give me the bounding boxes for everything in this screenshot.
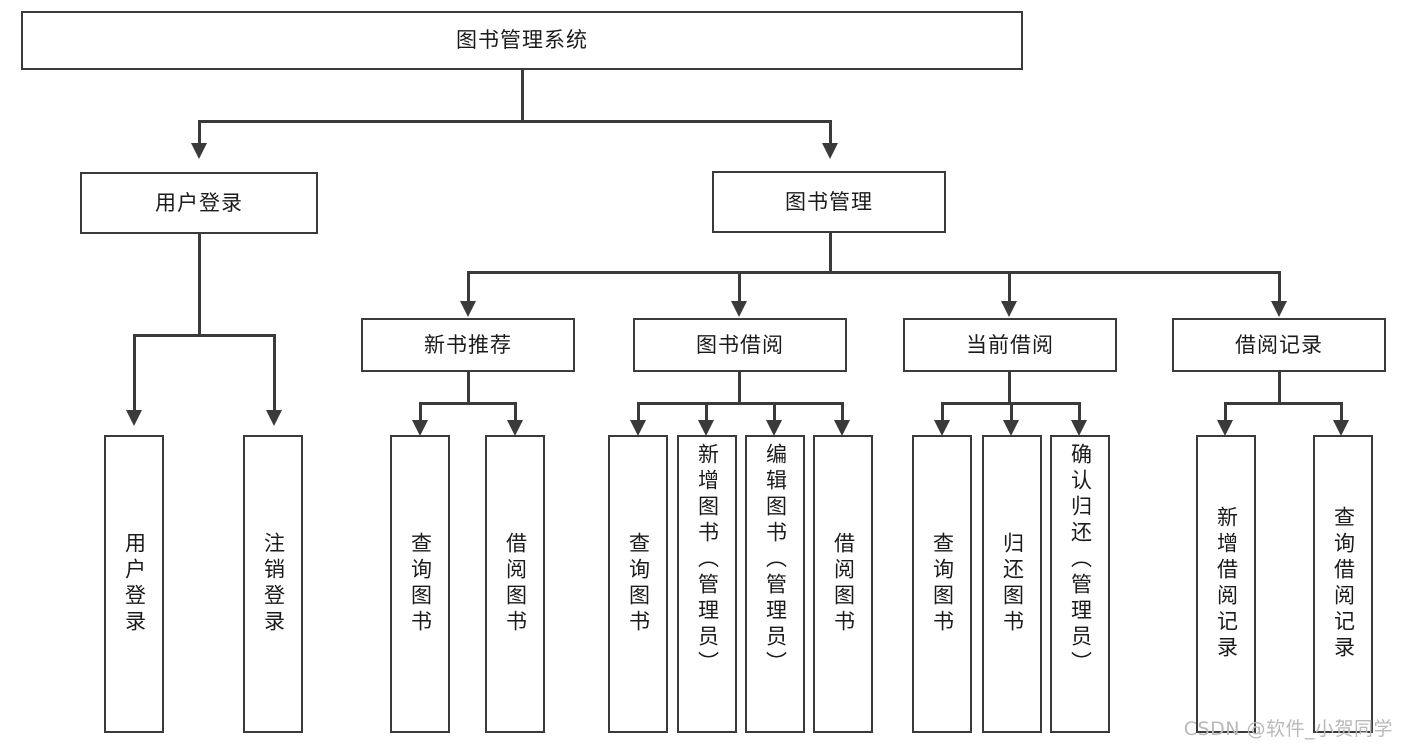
arrow-book-manage-child-2 <box>731 301 747 317</box>
leaf-logout[interactable]: 注销登录 <box>243 435 303 733</box>
arrow-root-to-user-login <box>191 143 207 159</box>
arrow-book-manage-child-4 <box>1271 301 1287 317</box>
connector-book-borrow-bar <box>637 402 843 405</box>
connector-book-manage-drop-1 <box>467 271 470 303</box>
node-user-login[interactable]: 用户登录 <box>80 172 318 234</box>
connector-user-login-stem <box>198 234 201 336</box>
connector-new-book-stem <box>467 372 470 404</box>
connector-root-bar <box>198 120 832 123</box>
connector-new-book-bar <box>419 402 517 405</box>
connector-book-borrow-stem <box>738 372 741 404</box>
node-label: 图书管理 <box>785 189 873 214</box>
leaf-label: 借阅图书 <box>503 532 528 636</box>
node-book-borrow[interactable]: 图书借阅 <box>633 318 847 372</box>
leaf-label: 确认归还（管理员） <box>1068 443 1093 677</box>
connector-book-borrow-drop-3 <box>773 402 776 424</box>
leaf-edit-book-admin[interactable]: 编辑图书（管理员） <box>745 435 805 733</box>
leaf-query-book-current[interactable]: 查询图书 <box>912 435 972 733</box>
node-borrow-record[interactable]: 借阅记录 <box>1172 318 1386 372</box>
node-label: 借阅记录 <box>1235 332 1323 357</box>
leaf-borrow-book[interactable]: 借阅图书 <box>813 435 873 733</box>
leaf-label: 新增借阅记录 <box>1214 506 1239 662</box>
connector-root-stem <box>521 70 524 122</box>
connector-new-book-drop-2 <box>514 402 517 424</box>
leaf-add-borrow-record[interactable]: 新增借阅记录 <box>1196 435 1256 733</box>
node-label: 图书管理系统 <box>456 28 588 53</box>
leaf-label: 归还图书 <box>1000 532 1025 636</box>
leaf-label: 查询图书 <box>626 532 651 636</box>
leaf-label: 编辑图书（管理员） <box>763 443 788 677</box>
leaf-return-book[interactable]: 归还图书 <box>982 435 1042 733</box>
leaf-label: 新增图书（管理员） <box>695 443 720 677</box>
connector-book-borrow-drop-1 <box>637 402 640 424</box>
connector-borrow-record-bar <box>1224 402 1342 405</box>
connector-borrow-record-stem <box>1278 372 1281 404</box>
node-new-book-recommend[interactable]: 新书推荐 <box>361 318 575 372</box>
node-root-system[interactable]: 图书管理系统 <box>21 11 1023 70</box>
arrow-borrow-record-leaf-2 <box>1333 420 1349 436</box>
arrow-current-borrow-leaf-1 <box>934 420 950 436</box>
watermark-text: CSDN @软件_小贺同学 <box>1183 718 1393 740</box>
connector-borrow-record-drop-2 <box>1340 402 1343 424</box>
arrow-book-borrow-leaf-4 <box>834 420 850 436</box>
connector-book-manage-drop-3 <box>1008 271 1011 303</box>
leaf-label: 查询图书 <box>408 532 433 636</box>
connector-book-manage-stem <box>829 233 832 273</box>
node-label: 用户登录 <box>155 190 243 215</box>
leaf-user-login[interactable]: 用户登录 <box>104 435 164 733</box>
node-current-borrow[interactable]: 当前借阅 <box>903 318 1117 372</box>
connector-current-borrow-drop-3 <box>1078 402 1081 424</box>
node-label: 当前借阅 <box>966 332 1054 357</box>
leaf-label: 注销登录 <box>261 532 286 636</box>
arrow-book-borrow-leaf-1 <box>630 420 646 436</box>
leaf-query-borrow-record[interactable]: 查询借阅记录 <box>1313 435 1373 733</box>
connector-user-login-drop-2 <box>273 334 276 412</box>
leaf-borrow-book-recommend[interactable]: 借阅图书 <box>485 435 545 733</box>
leaf-query-book-recommend[interactable]: 查询图书 <box>390 435 450 733</box>
connector-root-to-user-login <box>198 120 201 145</box>
connector-current-borrow-drop-2 <box>1010 402 1013 424</box>
arrow-user-login-leaf-2 <box>266 410 282 426</box>
arrow-book-borrow-leaf-2 <box>698 420 714 436</box>
arrow-current-borrow-leaf-3 <box>1071 420 1087 436</box>
arrow-book-manage-child-1 <box>460 301 476 317</box>
connector-user-login-bar <box>133 334 276 337</box>
node-label: 图书借阅 <box>696 332 784 357</box>
arrow-book-borrow-leaf-3 <box>766 420 782 436</box>
connector-current-borrow-stem <box>1008 372 1011 404</box>
leaf-query-book-borrow[interactable]: 查询图书 <box>608 435 668 733</box>
arrow-new-book-leaf-1 <box>412 420 428 436</box>
arrow-new-book-leaf-2 <box>507 420 523 436</box>
arrow-user-login-leaf-1 <box>126 410 142 426</box>
arrow-root-to-book-manage <box>822 143 838 159</box>
arrow-borrow-record-leaf-1 <box>1217 420 1233 436</box>
connector-borrow-record-drop-1 <box>1224 402 1227 424</box>
connector-book-manage-bar <box>467 271 1280 274</box>
connector-book-manage-drop-4 <box>1278 271 1281 303</box>
connector-book-borrow-drop-4 <box>841 402 844 424</box>
leaf-confirm-return-admin[interactable]: 确认归还（管理员） <box>1050 435 1110 733</box>
connector-current-borrow-drop-1 <box>941 402 944 424</box>
connector-user-login-drop-1 <box>133 334 136 412</box>
arrow-book-manage-child-3 <box>1001 301 1017 317</box>
connector-book-manage-drop-2 <box>738 271 741 303</box>
node-label: 新书推荐 <box>424 332 512 357</box>
connector-root-to-book-manage <box>829 120 832 145</box>
leaf-label: 查询图书 <box>930 532 955 636</box>
connector-new-book-drop-1 <box>419 402 422 424</box>
leaf-label: 查询借阅记录 <box>1331 506 1356 662</box>
leaf-label: 用户登录 <box>122 532 147 636</box>
connector-book-borrow-drop-2 <box>705 402 708 424</box>
leaf-label: 借阅图书 <box>831 532 856 636</box>
arrow-current-borrow-leaf-2 <box>1003 420 1019 436</box>
node-book-management[interactable]: 图书管理 <box>712 171 946 233</box>
leaf-add-book-admin[interactable]: 新增图书（管理员） <box>677 435 737 733</box>
